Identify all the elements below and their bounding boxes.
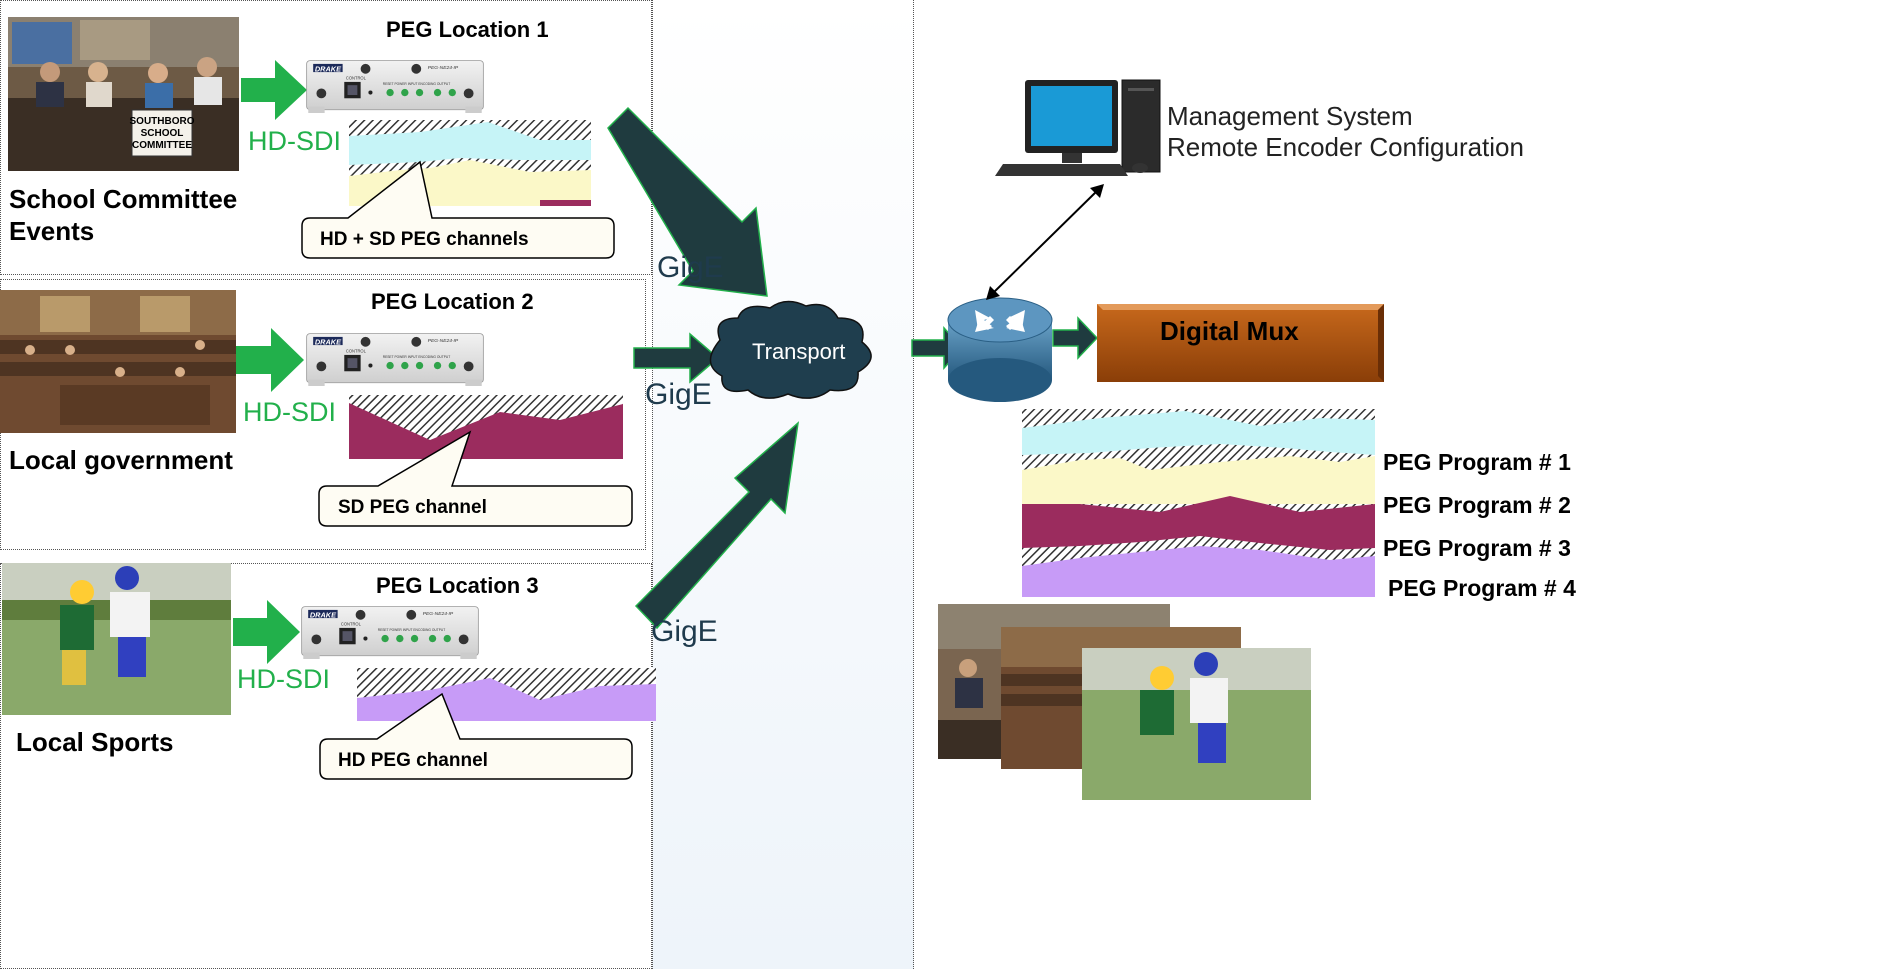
sports-photo bbox=[2, 563, 231, 715]
callout-text-3: HD PEG channel bbox=[338, 750, 488, 771]
encoder-device-icon bbox=[306, 333, 484, 387]
location-2-bandwidth bbox=[349, 395, 623, 459]
program-collage bbox=[938, 604, 1311, 800]
digital-mux-label: Digital Mux bbox=[1160, 316, 1299, 346]
management-line-1: Management System bbox=[1167, 101, 1413, 131]
callout-bubbles bbox=[301, 160, 633, 780]
location-3-title: PEG Location 3 bbox=[376, 573, 539, 598]
callout-text-2: SD PEG channel bbox=[338, 497, 487, 518]
program-label-1: PEG Program # 1 bbox=[1383, 449, 1571, 475]
program-label-3: PEG Program # 3 bbox=[1383, 535, 1571, 561]
router-icon bbox=[947, 297, 1053, 402]
signal-label-2: HD-SDI bbox=[243, 397, 336, 427]
gige-label-3: GigE bbox=[651, 615, 718, 648]
location-3-bandwidth bbox=[357, 668, 656, 721]
program-bandwidth-stack bbox=[1022, 409, 1375, 597]
source-label-3: Local Sports bbox=[16, 727, 174, 757]
program-label-2: PEG Program # 2 bbox=[1383, 492, 1571, 518]
location-1-title: PEG Location 1 bbox=[386, 17, 549, 42]
program-label-4: PEG Program # 4 bbox=[1388, 575, 1576, 601]
gige-label-1: GigE bbox=[657, 251, 724, 284]
sign-line-1: SOUTHBORO bbox=[130, 116, 195, 127]
government-photo bbox=[0, 290, 236, 433]
hd-sdi-arrows bbox=[233, 60, 307, 664]
gige-arrows bbox=[607, 106, 1099, 630]
callout-text-1: HD + SD PEG channels bbox=[320, 229, 529, 250]
source-label-2: Local government bbox=[9, 445, 233, 475]
gige-label-2: GigE bbox=[645, 378, 712, 411]
encoder-device-icon bbox=[306, 60, 484, 114]
transport-label: Transport bbox=[752, 339, 846, 364]
cloud-icon bbox=[709, 300, 872, 399]
digital-mux-box bbox=[1097, 304, 1384, 382]
signal-label-1: HD-SDI bbox=[248, 126, 341, 156]
source-label-1: School Committee Events bbox=[9, 184, 238, 246]
management-line-2: Remote Encoder Configuration bbox=[1167, 132, 1524, 162]
sign-line-3: COMMITTEE bbox=[132, 140, 192, 151]
sign-line-2: SCHOOL bbox=[141, 128, 184, 139]
management-link bbox=[989, 187, 1101, 297]
signal-label-3: HD-SDI bbox=[237, 664, 330, 694]
computer-icon bbox=[995, 79, 1161, 176]
encoder-device-icon bbox=[301, 606, 479, 660]
location-2-title: PEG Location 2 bbox=[371, 289, 534, 314]
school-committee-photo bbox=[8, 17, 239, 171]
